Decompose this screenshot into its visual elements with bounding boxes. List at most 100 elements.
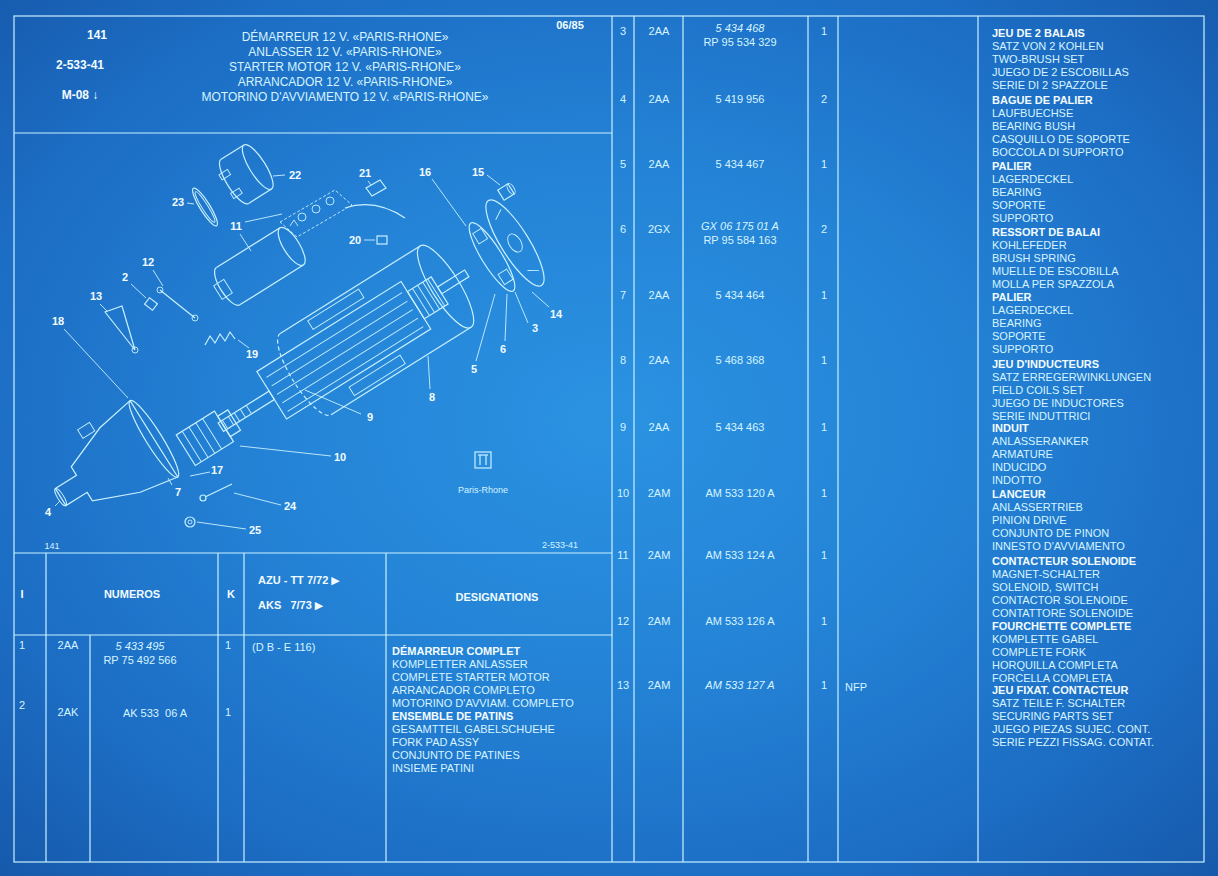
leader-line xyxy=(131,284,146,298)
item-number: 3 xyxy=(620,25,626,38)
designation: SOPORTE xyxy=(992,199,1046,212)
leader-line xyxy=(515,292,528,323)
designation: LAGERDECKEL xyxy=(992,304,1073,317)
designation: PALIER xyxy=(992,160,1032,173)
part-number: AM 533 120 A xyxy=(705,487,774,500)
callout-number: 8 xyxy=(429,391,435,404)
table-frame xyxy=(14,16,1204,862)
part-number: AM 533 124 A xyxy=(705,549,774,562)
callout-number: 4 xyxy=(45,506,51,519)
repair-code: 2AM xyxy=(648,679,671,692)
designation: KOMPLETTER ANLASSER xyxy=(392,658,528,671)
item-number: 13 xyxy=(617,679,629,692)
callout-number: 10 xyxy=(334,451,346,464)
quantity: 2 xyxy=(821,223,827,236)
callout-number: 17 xyxy=(211,464,223,477)
solenoid-cap xyxy=(231,188,243,198)
leader-line xyxy=(55,175,549,529)
designation: CASQUILLO DE SOPORTE xyxy=(992,133,1130,146)
item-number: 7 xyxy=(620,289,626,302)
designation: SERIE PEZZI FISSAG. CONTAT. xyxy=(992,736,1154,749)
brush-plate xyxy=(473,228,488,243)
bolt-and-nut xyxy=(185,517,195,527)
fork-assembly xyxy=(157,287,163,293)
brand-logo xyxy=(485,455,486,465)
callout-number: 16 xyxy=(419,166,431,179)
callout-number: 23 xyxy=(172,196,184,209)
part-number: 5 468 368 xyxy=(716,354,765,367)
leader-line xyxy=(364,240,375,241)
pinion-drive xyxy=(176,411,233,465)
quantity: 1 xyxy=(821,615,827,628)
plunger-parts xyxy=(280,190,352,237)
callout-number: 15 xyxy=(472,166,484,179)
repair-code: 2AA xyxy=(58,639,79,652)
part-number: 5 434 464 xyxy=(716,289,765,302)
fork-assembly xyxy=(192,315,198,321)
part-number: RP 95 534 329 xyxy=(703,36,776,49)
callout-number: 25 xyxy=(249,524,261,537)
table-frame xyxy=(89,635,90,862)
pinion-drive xyxy=(176,405,243,466)
column-header: AKS 7/73 ▶ xyxy=(258,599,323,612)
leader-line xyxy=(273,175,285,176)
brush-plate xyxy=(498,269,513,284)
leader-line xyxy=(305,390,361,414)
solenoid-body xyxy=(273,224,310,270)
part-number: 5 434 463 xyxy=(716,421,765,434)
item-number: 10 xyxy=(617,487,629,500)
column-header: K xyxy=(227,588,235,601)
designation: KOHLEFEDER xyxy=(992,239,1067,252)
designation: LAUFBUECHSE xyxy=(992,107,1073,120)
quantity: 1 xyxy=(225,639,231,652)
leader-line xyxy=(505,294,507,341)
fork-assembly xyxy=(105,306,135,350)
column-header: DESIGNATIONS xyxy=(456,591,539,604)
item-number: 12 xyxy=(617,615,629,628)
designation: ANLASSERTRIEB xyxy=(992,501,1083,514)
clip-and-shield xyxy=(377,236,387,244)
motor-yoke-armature xyxy=(195,233,492,468)
drive-end-housing xyxy=(37,401,178,536)
plunger-parts xyxy=(312,205,320,213)
designation: ANLASSERANKER xyxy=(992,435,1089,448)
designation: BOCCOLA DI SUPPORTO xyxy=(992,146,1124,159)
part-number: 5 434 468 xyxy=(716,22,765,35)
designation: SATZ TEILE F. SCHALTER xyxy=(992,697,1125,710)
designation: GESAMTTEIL GABELSCHUEHE xyxy=(392,723,555,736)
designation: INDOTTO xyxy=(992,474,1041,487)
quantity: 2 xyxy=(821,93,827,106)
fork-assembly xyxy=(132,347,138,353)
designation: INSIEME PATINI xyxy=(392,762,474,775)
brand-logo xyxy=(475,452,491,468)
fork-assembly xyxy=(145,298,158,310)
title-line: STARTER MOTOR 12 V. «PARIS-RHONE» xyxy=(229,61,461,75)
drive-end-housing xyxy=(33,394,185,537)
part-number: 5 433 495 xyxy=(116,640,165,653)
designation: JEU D'INDUCTEURS xyxy=(992,358,1099,371)
column-header: AZU - TT 7/72 ▶ xyxy=(258,574,340,587)
leader-line xyxy=(428,356,430,389)
designation: MOLLA PER SPAZZOLA xyxy=(992,278,1114,291)
callout-number: 6 xyxy=(500,343,506,356)
pinion-drive xyxy=(218,410,241,437)
part-number: 5 419 956 xyxy=(716,93,765,106)
callout-number: 11 xyxy=(230,220,242,233)
callout-number: 24 xyxy=(284,500,296,513)
designation: SATZ ERREGERWINKLUNGEN xyxy=(992,371,1151,384)
quantity: 1 xyxy=(821,487,827,500)
plate-number: 2-533-41 xyxy=(542,540,578,550)
solenoid-cap xyxy=(219,169,231,179)
leader-line xyxy=(190,472,210,476)
table-frame xyxy=(807,16,808,862)
designation: JUEGO PIEZAS SUJEC. CONT. xyxy=(992,723,1150,736)
designation: MOTORINO D'AVVIAM. COMPLETO xyxy=(392,697,574,710)
repair-code: 2AA xyxy=(649,289,670,302)
leader-line xyxy=(55,501,60,506)
leader-line xyxy=(153,270,163,286)
designation: CONJUNTO DE PATINES xyxy=(392,749,520,762)
designation: LAGERDECKEL xyxy=(992,173,1073,186)
designation: HORQUILLA COMPLETA xyxy=(992,659,1118,672)
callout-number: 7 xyxy=(175,486,181,499)
designation: SOPORTE xyxy=(992,330,1046,343)
